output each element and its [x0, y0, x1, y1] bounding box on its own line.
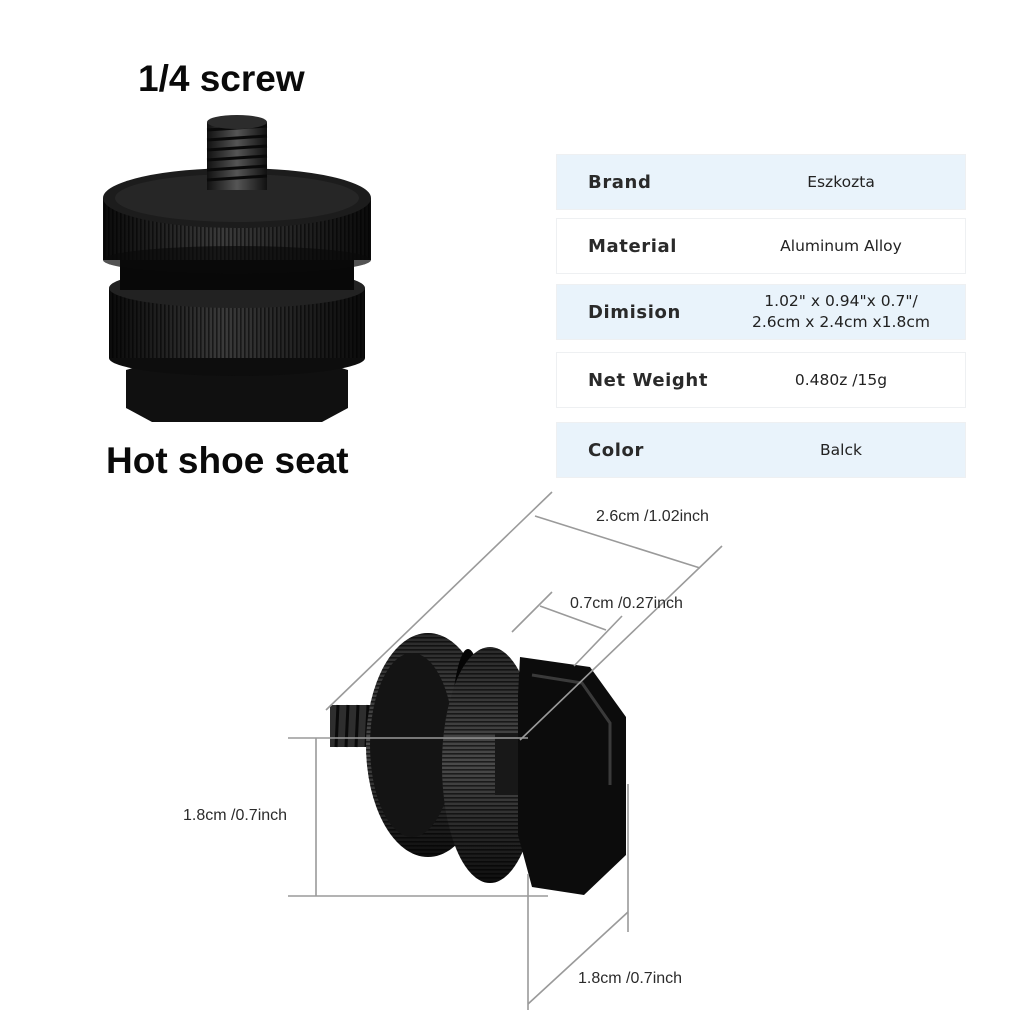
spec-key: Net Weight: [588, 369, 709, 391]
spec-value: 1.02" x 0.94"x 0.7"/ 2.6cm x 2.4cm x1.8c…: [752, 292, 930, 331]
spec-row-dimension: Dimision 1.02" x 0.94"x 0.7"/ 2.6cm x 2.…: [556, 284, 966, 340]
spec-key: Material: [588, 235, 678, 257]
spec-row-weight: Net Weight 0.480z /15g: [556, 352, 966, 408]
hot-shoe-label: Hot shoe seat: [106, 440, 349, 481]
spec-value: 0.480z /15g: [794, 370, 888, 389]
spec-row-color: Color Balck: [556, 422, 966, 478]
spec-value: Balck: [820, 440, 862, 459]
adapter-side-image: [330, 633, 626, 895]
adapter-front-image: [103, 115, 371, 422]
depth-dimension-label: 1.8cm /0.7inch: [578, 970, 683, 987]
spec-key: Dimision: [588, 301, 681, 323]
spec-row-brand: Brand Eszkozta: [556, 154, 966, 210]
spec-value: Eszkozta: [807, 172, 875, 191]
spec-row-material: Material Aluminum Alloy: [556, 218, 966, 274]
length-dimension-label: 2.6cm /1.02inch: [596, 508, 709, 525]
spec-key: Brand: [588, 171, 652, 193]
spec-key: Color: [588, 439, 644, 461]
thread-dimension-label: 0.7cm /0.27inch: [570, 595, 683, 612]
screw-label: 1/4 screw: [138, 58, 305, 99]
height-dimension-label: 1.8cm /0.7inch: [183, 807, 288, 824]
spec-value: Aluminum Alloy: [780, 236, 902, 255]
